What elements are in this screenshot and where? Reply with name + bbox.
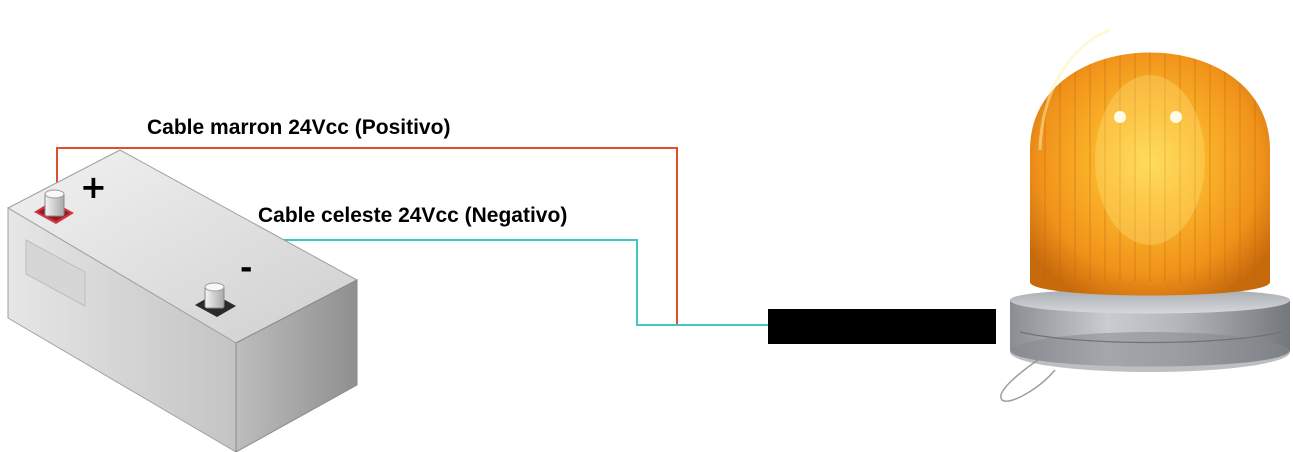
negative-terminal [195,282,236,317]
positive-sign: + [80,168,107,206]
positive-cable-label: Cable marron 24Vcc (Positivo) [147,116,450,139]
negative-cable-label: Cable celeste 24Vcc (Negativo) [258,204,567,227]
cable-sheath [768,309,996,344]
negative-sign: - [240,251,252,286]
battery-icon: + - [6,149,359,452]
positive-terminal [34,189,74,224]
amber-beacon-light-icon [1000,28,1290,402]
